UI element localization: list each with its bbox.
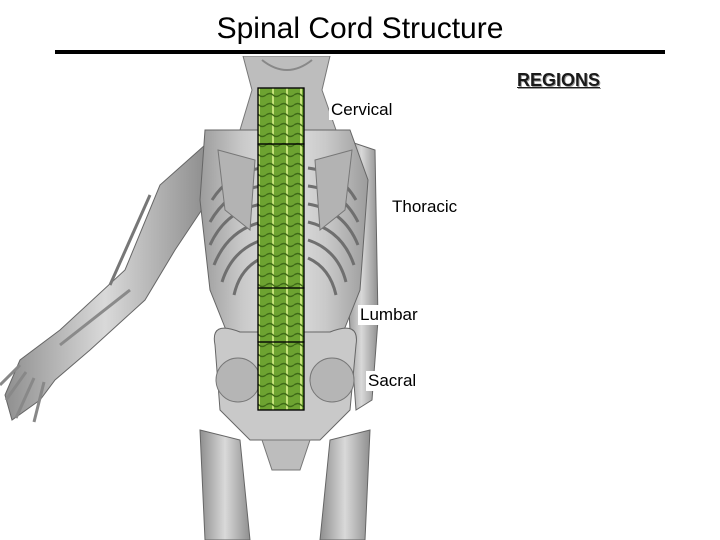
- anatomy-illustration: [0, 56, 720, 540]
- thoracic-label: Thoracic: [390, 197, 459, 217]
- spinal-cord: [258, 88, 304, 410]
- page-title: Spinal Cord Structure: [0, 12, 720, 46]
- left-arm-figure: [0, 145, 205, 422]
- regions-heading: REGIONS: [517, 70, 600, 91]
- lumbar-label: Lumbar: [358, 305, 420, 325]
- title-underline: [55, 50, 665, 54]
- sacral-label: Sacral: [366, 371, 418, 391]
- cervical-label: Cervical: [329, 100, 394, 120]
